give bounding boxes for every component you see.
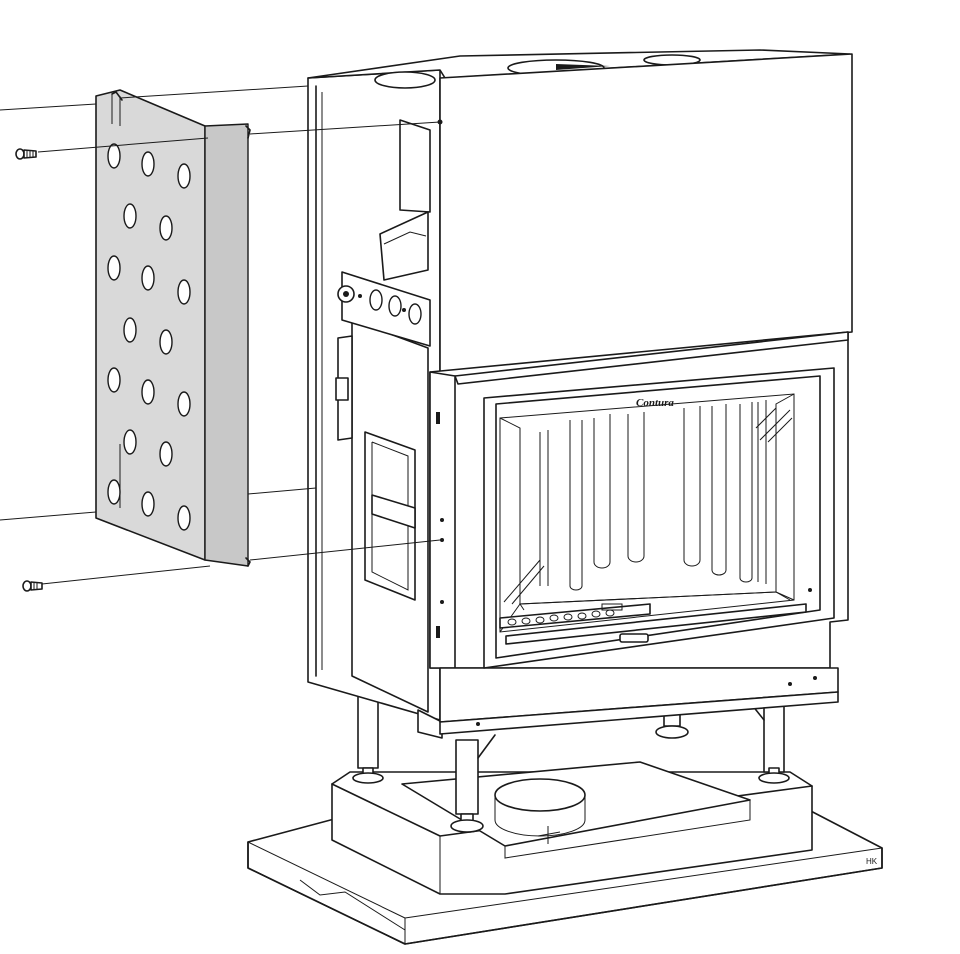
brand-logo: Contura (636, 397, 674, 409)
firebox-side-interior (335, 119, 443, 739)
door-handle-rail (505, 603, 807, 645)
side-heat-shield-panel (95, 89, 251, 567)
mounting-screw-lower (22, 580, 43, 592)
pedestal-base (331, 761, 813, 895)
foot-back-left (352, 689, 384, 784)
draftsman-initials: HK (866, 857, 878, 866)
mounting-screw-upper (15, 148, 37, 160)
shield-perforation-holes (107, 143, 191, 531)
foot-front-right (758, 689, 790, 784)
firebox-interior (499, 393, 812, 645)
firebox-back-panels (539, 400, 767, 591)
stove-top-front-panel (437, 53, 853, 385)
ash-grate (499, 603, 651, 629)
foot-front-left (450, 739, 484, 833)
assembly-guide-lines (0, 85, 441, 585)
glass-reflection-marks (503, 407, 793, 605)
